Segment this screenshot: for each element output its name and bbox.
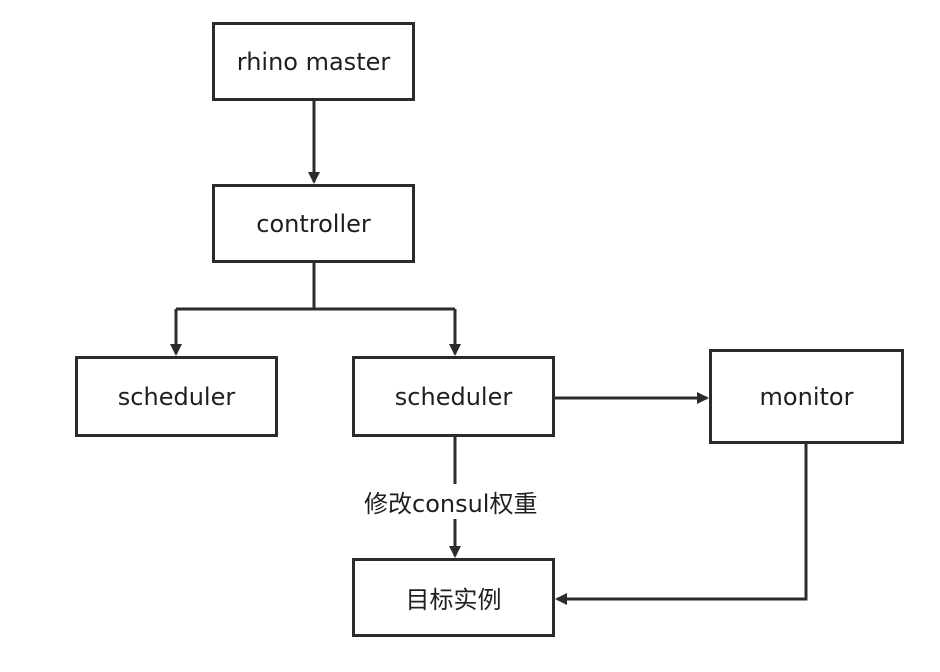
node-monitor: monitor xyxy=(709,349,904,444)
edge-monitor-to-target xyxy=(555,444,808,605)
node-scheduler-left-label: scheduler xyxy=(117,382,236,411)
edge-label-modify-consul-weight: 修改consul权重 xyxy=(360,484,542,519)
node-scheduler-right: scheduler xyxy=(352,356,555,437)
node-scheduler-right-label: scheduler xyxy=(394,382,513,411)
node-controller-label: controller xyxy=(256,209,371,238)
node-rhino-master-label: rhino master xyxy=(236,47,391,76)
node-monitor-label: monitor xyxy=(759,382,854,411)
node-target-instance: 目标实例 xyxy=(352,558,555,637)
node-target-instance-label: 目标实例 xyxy=(405,586,502,614)
node-rhino-master: rhino master xyxy=(212,22,415,101)
node-scheduler-left: scheduler xyxy=(75,356,278,437)
node-controller: controller xyxy=(212,184,415,263)
